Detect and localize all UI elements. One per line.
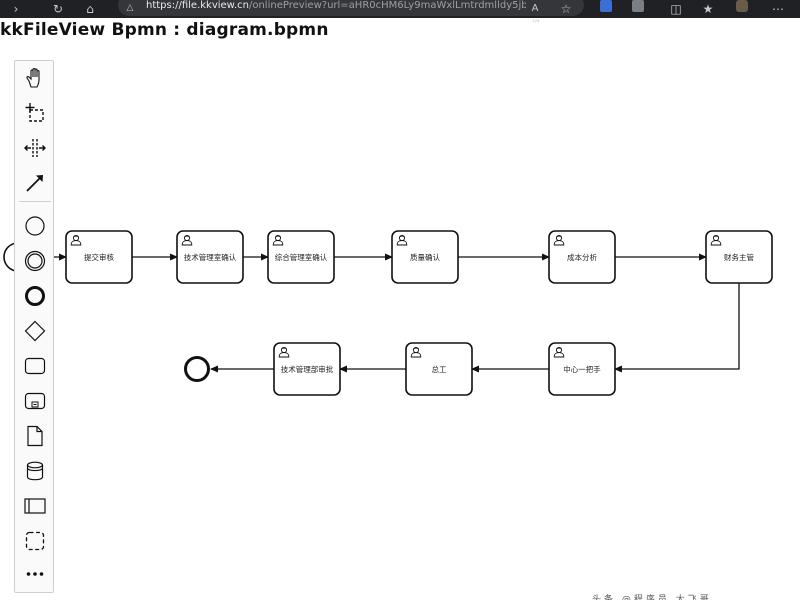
user-task[interactable]: 成本分析 [548, 230, 616, 284]
shield-extension-icon[interactable] [632, 0, 644, 12]
user-task[interactable]: 质量确认 [391, 230, 459, 284]
create-participant[interactable] [22, 493, 48, 519]
task-label: 总工 [432, 364, 447, 374]
url-path: /onlinePreview?url=aHR0cHM6Ly9maWxlLmtrd… [248, 0, 526, 11]
task-icon [24, 357, 46, 375]
end-event-icon [25, 286, 45, 306]
task-label: 质量确认 [410, 252, 440, 262]
user-task[interactable]: 财务主管 [705, 230, 773, 284]
task-label: 提交审核 [84, 252, 114, 262]
task-label: 综合管理室确认 [275, 252, 328, 262]
diagram-canvas[interactable] [0, 45, 800, 600]
task-box[interactable] [405, 342, 473, 396]
watermark-credit: 头条 @程序员 大飞哥 [592, 595, 712, 600]
task-box[interactable] [548, 342, 616, 396]
hand-tool[interactable] [22, 65, 48, 91]
url-text[interactable]: https://file.kkview.cn/onlinePreview?url… [146, 0, 526, 14]
more-icon [26, 572, 44, 576]
read-aloud-icon[interactable]: A ™ [531, 3, 541, 30]
user-task[interactable]: 提交审核 [65, 230, 133, 284]
user-task[interactable]: 中心一把手 [548, 342, 616, 396]
lasso-tool[interactable] [22, 100, 48, 126]
task-box[interactable] [705, 230, 773, 284]
create-exclusive-gateway[interactable] [22, 318, 48, 344]
create-data-object[interactable] [22, 423, 48, 449]
data-object-icon [27, 425, 43, 447]
group-icon [25, 531, 45, 551]
create-intermediate-event[interactable] [22, 248, 48, 274]
tool-palette [14, 60, 54, 593]
start-event-icon [25, 216, 45, 236]
url-host: https://file.kkview.cn [146, 0, 249, 11]
create-task[interactable] [22, 353, 48, 379]
refresh-icon[interactable]: ↻ [52, 2, 64, 16]
hand-icon [26, 68, 40, 88]
space-icon [24, 139, 46, 157]
create-group[interactable] [22, 528, 48, 554]
gateway-icon [24, 320, 46, 342]
task-box[interactable] [176, 230, 244, 284]
global-connect-tool[interactable] [22, 170, 48, 196]
connect-arrow-icon [26, 175, 43, 192]
task-label: 中心一把手 [563, 364, 601, 374]
create-end-event[interactable] [22, 283, 48, 309]
lock-icon[interactable]: △ [126, 3, 134, 13]
task-box[interactable] [273, 342, 341, 396]
lasso-icon [25, 103, 44, 122]
palette-separator [19, 201, 51, 202]
task-box[interactable] [267, 230, 335, 284]
favorite-star-icon[interactable]: ☆ [560, 2, 572, 16]
more-tools[interactable] [22, 561, 48, 587]
user-task[interactable]: 总工 [405, 342, 473, 396]
home-icon[interactable]: ⌂ [86, 2, 94, 16]
intermediate-event-icon [24, 250, 46, 272]
create-data-store[interactable] [22, 458, 48, 484]
task-label: 技术管理部审批 [281, 364, 334, 374]
subprocess-icon [24, 392, 46, 410]
avatar[interactable] [736, 0, 748, 12]
user-task[interactable]: 技术管理室确认 [176, 230, 244, 284]
favorites-bar-icon[interactable]: ★ [702, 2, 714, 16]
address-bar[interactable]: △ [118, 0, 584, 16]
task-box[interactable] [548, 230, 616, 284]
create-subprocess[interactable] [22, 388, 48, 414]
create-start-event[interactable] [22, 213, 48, 239]
browser-toolbar: › ↻ ⌂ △ https://file.kkview.cn/onlinePre… [0, 0, 800, 30]
extension-icon[interactable] [600, 0, 612, 12]
more-menu-icon[interactable]: ⋯ [772, 2, 784, 16]
user-task[interactable]: 技术管理部审批 [273, 342, 341, 396]
task-box[interactable] [391, 230, 459, 284]
task-label: 技术管理室确认 [184, 252, 237, 262]
task-box[interactable] [65, 230, 133, 284]
task-label: 财务主管 [724, 252, 754, 262]
sequence-flow[interactable] [614, 283, 740, 373]
end-event[interactable] [184, 356, 210, 382]
task-label: 成本分析 [567, 252, 597, 262]
forward-icon[interactable]: › [13, 2, 19, 16]
space-tool[interactable] [22, 135, 48, 161]
page-title: kkFileView Bpmn : diagram.bpmn [0, 20, 329, 40]
user-task[interactable]: 综合管理室确认 [267, 230, 335, 284]
pool-icon [24, 498, 46, 514]
data-store-icon [26, 461, 44, 481]
split-screen-icon[interactable]: ◫ [670, 2, 682, 16]
